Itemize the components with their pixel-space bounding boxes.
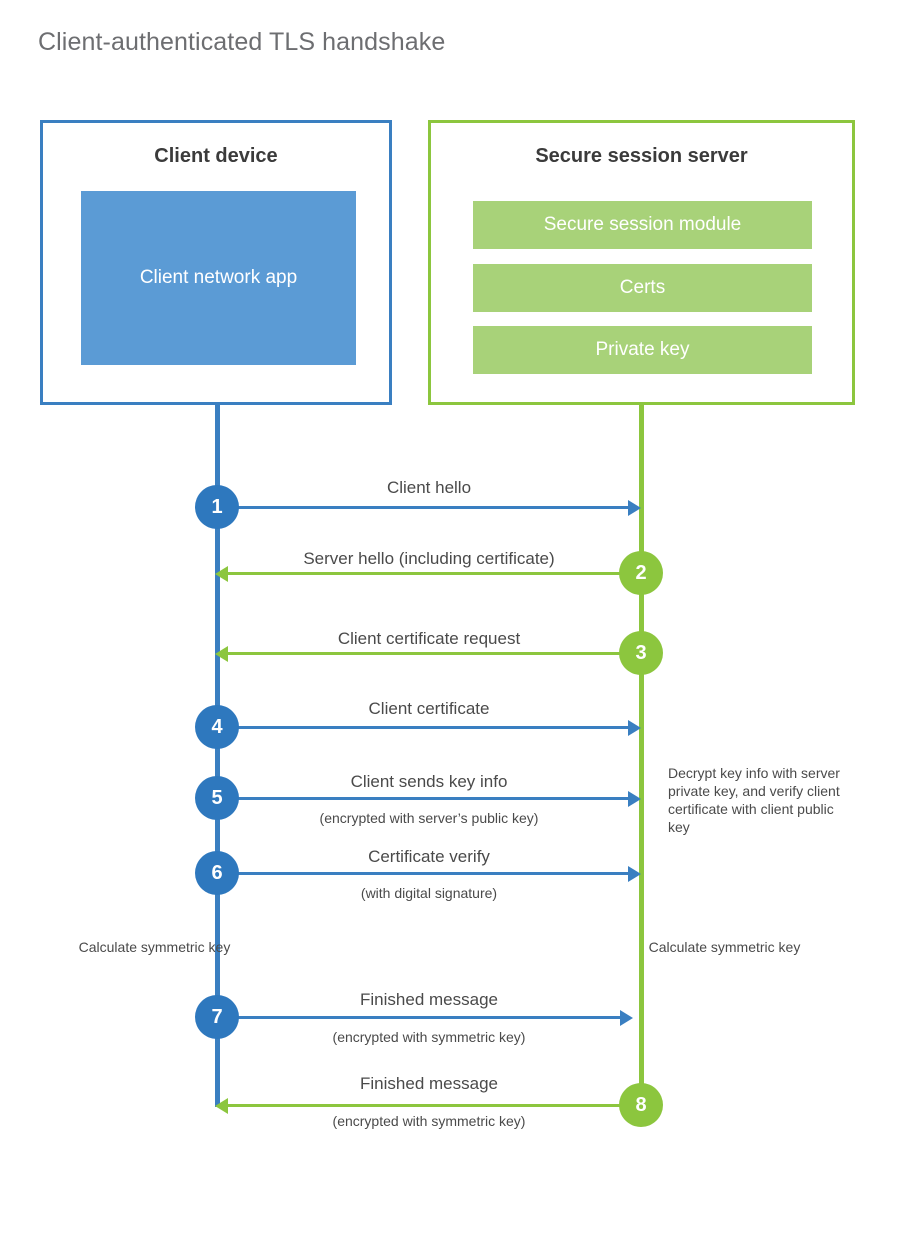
step-8-label: Finished message — [360, 1074, 498, 1093]
secure-session-server-title: Secure session server — [535, 145, 748, 167]
client-device-title: Client device — [154, 145, 278, 167]
step-2-label: Server hello (including certificate) — [303, 549, 555, 568]
server-calculate-symmetric-key-annotation: Calculate symmetric key — [648, 939, 801, 955]
step-4-arrowhead — [628, 719, 641, 736]
step-3-marker[interactable]: 3 — [619, 631, 663, 675]
step-7-arrowhead — [620, 1009, 633, 1026]
client-device-box: Client device Client network app — [40, 120, 392, 405]
page-title: Client-authenticated TLS handshake — [38, 28, 446, 56]
step-8-arrowhead — [215, 1097, 228, 1114]
client-lifeline — [215, 405, 220, 1107]
step-6-sublabel: (with digital signature) — [360, 885, 498, 901]
step-8-sublabel: (encrypted with symmetric key) — [332, 1113, 526, 1129]
step-7-label: Finished message — [360, 990, 498, 1009]
step-2-arrowhead — [215, 565, 228, 582]
step-1-line — [217, 506, 630, 509]
step-1-marker[interactable]: 1 — [195, 485, 239, 529]
step-2-marker[interactable]: 2 — [619, 551, 663, 595]
step-7-line — [217, 1016, 622, 1019]
server-lifeline — [639, 405, 644, 1107]
step-8-line — [228, 1104, 633, 1107]
step-6-label: Certificate verify — [368, 847, 490, 866]
step-1-arrowhead — [628, 499, 641, 516]
step-2-line — [228, 572, 641, 575]
step-6-line — [217, 872, 630, 875]
step-8-marker[interactable]: 8 — [619, 1083, 663, 1127]
step-7-marker[interactable]: 7 — [195, 995, 239, 1039]
client-network-app-block: Client network app — [81, 191, 356, 365]
client-calculate-symmetric-key-annotation: Calculate symmetric key — [78, 939, 231, 955]
server-component-secure-session-module: Secure session module — [473, 201, 812, 249]
step-1-label: Client hello — [386, 478, 472, 497]
step-4-marker[interactable]: 4 — [195, 705, 239, 749]
server-decrypt-annotation: Decrypt key info with server private key… — [668, 765, 840, 835]
secure-session-server-box: Secure session server Secure session mod… — [428, 120, 855, 405]
server-component-private-key: Private key — [473, 326, 812, 374]
step-5-label: Client sends key info — [350, 772, 508, 791]
step-3-label: Client certificate request — [337, 629, 521, 648]
step-5-line — [217, 797, 630, 800]
server-component-certs: Certs — [473, 264, 812, 312]
step-6-arrowhead — [628, 865, 641, 882]
step-5-sublabel: (encrypted with server’s public key) — [319, 810, 539, 826]
step-7-sublabel: (encrypted with symmetric key) — [332, 1029, 526, 1045]
step-4-line — [217, 726, 630, 729]
step-3-line — [228, 652, 641, 655]
step-6-marker[interactable]: 6 — [195, 851, 239, 895]
step-3-arrowhead — [215, 645, 228, 662]
step-5-arrowhead — [628, 790, 641, 807]
step-5-marker[interactable]: 5 — [195, 776, 239, 820]
step-4-label: Client certificate — [368, 699, 490, 718]
